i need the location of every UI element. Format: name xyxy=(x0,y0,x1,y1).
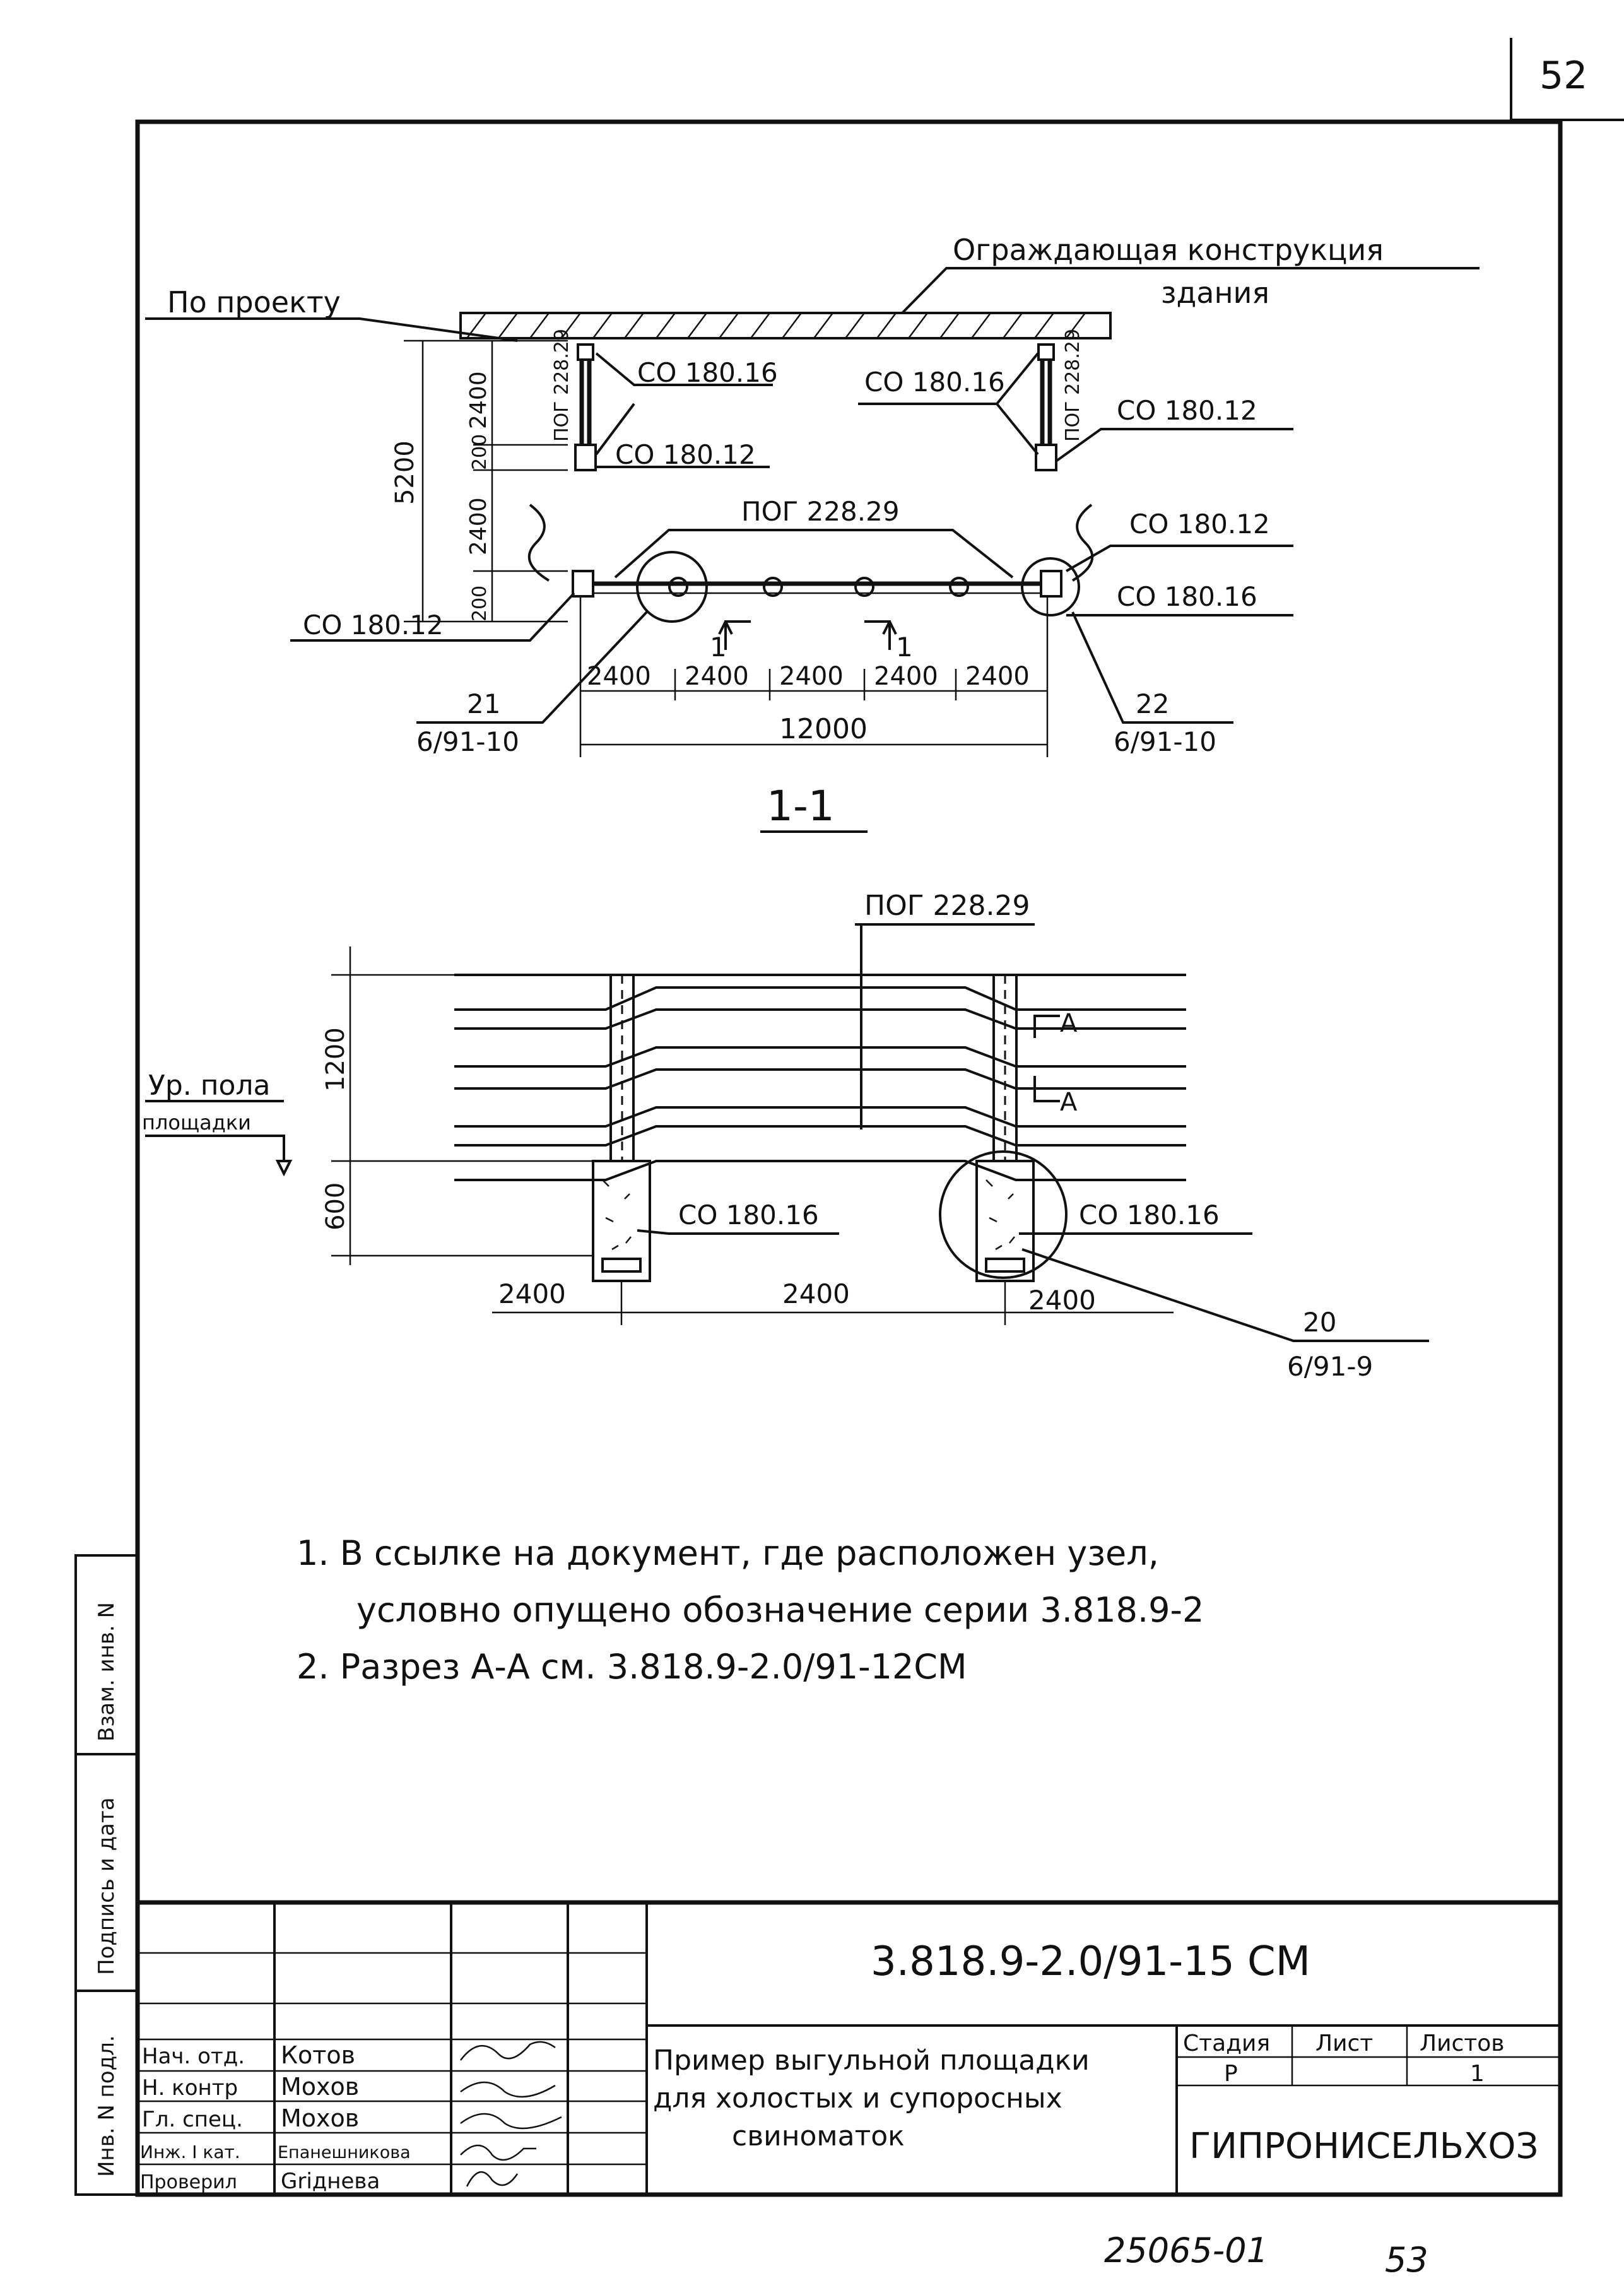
section-plan: Ограждающая конструкция здания По проект… xyxy=(145,233,1480,833)
drawing-frame xyxy=(135,119,1563,2197)
role-3: Гл. спец. xyxy=(142,2107,243,2132)
dim-2400-b: 2400 xyxy=(466,497,491,555)
co18012-bottom-left: СО 180.12 xyxy=(303,610,444,640)
node-22-ref: 6/91-10 xyxy=(1114,726,1216,757)
node-circle-20 xyxy=(939,1150,1068,1279)
role-1: Нач. отд. xyxy=(142,2044,245,2069)
notes: 1. В ссылке на документ, где расположен … xyxy=(297,1533,1204,1687)
wall-hatch xyxy=(466,312,1086,339)
dim-total: 12000 xyxy=(779,713,868,745)
note-1b: условно опущено обозначение серии 3.818.… xyxy=(356,1590,1204,1630)
title-line-1: Пример выгульной площадки xyxy=(653,2044,1090,2077)
note-2: 2. Разрез А-А см. 3.818.9-2.0/91-12СМ xyxy=(297,1647,967,1687)
co18012-mid-right: СО 180.12 xyxy=(1129,509,1270,540)
role-4: Инж. I кат. xyxy=(140,2142,240,2162)
name-4: Епанешникова xyxy=(278,2143,411,2162)
name-5: Griднева xyxy=(281,2169,380,2194)
wall-label-2: здания xyxy=(1161,276,1269,310)
floor-level-2: площадки xyxy=(142,1111,251,1135)
strip-inv-podl: Инв. N подл. xyxy=(94,2035,119,2177)
archive-number: 25065-01 xyxy=(1104,2231,1268,2270)
node-circle-right xyxy=(1021,557,1080,616)
role-5: Проверил xyxy=(140,2171,237,2193)
co18012-left: СО 180.12 xyxy=(615,439,756,470)
section-elevation: ПОГ 228.29 А А Ур. пола площадки 1200 60… xyxy=(142,890,1429,1382)
elev-hdim-3: 2400 xyxy=(1028,1285,1096,1316)
section-title: 1-1 xyxy=(767,782,835,830)
by-project-label: По проекту xyxy=(167,285,341,319)
page-number-box: 52 xyxy=(1510,38,1624,121)
sheets-value: 1 xyxy=(1470,2061,1485,2087)
cut-mark-1-left: 1 xyxy=(710,632,727,663)
elev-dim-1200: 1200 xyxy=(321,1027,350,1092)
hdim-5: 2400 xyxy=(965,662,1030,691)
cut-a-bottom: А xyxy=(1060,1088,1078,1117)
name-2: Мохов xyxy=(281,2073,359,2101)
signatures xyxy=(460,2041,562,2187)
sheets-header: Листов xyxy=(1420,2031,1504,2056)
stage-value: Р xyxy=(1224,2061,1238,2087)
elev-co-right: СО 180.16 xyxy=(1079,1200,1220,1230)
strip-podpis: Подпись и дата xyxy=(94,1797,119,1975)
dim-200-b: 200 xyxy=(469,586,491,622)
co18016-right: СО 180.16 xyxy=(864,367,1005,398)
dim-200-a: 200 xyxy=(469,434,491,470)
org-name: ГИПРОНИСЕЛЬХОЗ xyxy=(1189,2126,1538,2167)
building-wall xyxy=(459,312,1112,339)
node-20-num: 20 xyxy=(1303,1307,1336,1338)
hdim-4: 2400 xyxy=(874,662,938,691)
note-1: 1. В ссылке на документ, где расположен … xyxy=(297,1533,1159,1573)
hdim-1: 2400 xyxy=(587,662,651,691)
sheet-header: Лист xyxy=(1315,2031,1373,2056)
name-1: Котов xyxy=(281,2041,355,2069)
left-strip: Инв. N подл. Подпись и дата Взам. инв. N xyxy=(74,1554,139,2196)
node-22-num: 22 xyxy=(1136,688,1169,719)
pog-vertical-left: ПОГ 228.29 xyxy=(551,329,573,442)
role-2: Н. контр xyxy=(142,2075,238,2101)
pog-horizontal: ПОГ 228.29 xyxy=(741,496,900,527)
pog-vertical-right: ПОГ 228.29 xyxy=(1062,329,1084,442)
elev-co-left: СО 180.16 xyxy=(678,1200,819,1230)
strip-vzam: Взам. инв. N xyxy=(94,1602,119,1742)
doc-code: 3.818.9-2.0/91-15 СМ xyxy=(871,1938,1310,1985)
title-line-2: для холостых и супоросных xyxy=(653,2082,1062,2114)
co18016-left: СО 180.16 xyxy=(637,357,778,388)
dim-5200: 5200 xyxy=(391,440,420,505)
elev-hdim-2: 2400 xyxy=(782,1278,850,1309)
hdim-3: 2400 xyxy=(779,662,844,691)
elev-pog: ПОГ 228.29 xyxy=(864,890,1030,922)
wall-label-1: Ограждающая конструкция xyxy=(953,233,1384,267)
cut-mark-1-right: 1 xyxy=(896,632,913,663)
page-number: 52 xyxy=(1539,54,1587,98)
title-line-3: свиноматок xyxy=(732,2120,905,2152)
node-21-num: 21 xyxy=(467,688,500,719)
co18016-bottom-right: СО 180.16 xyxy=(1117,581,1257,612)
node-21-ref: 6/91-10 xyxy=(416,726,519,757)
elev-dim-600: 600 xyxy=(321,1182,350,1230)
name-3: Мохов xyxy=(281,2104,359,2132)
elev-hdim-1: 2400 xyxy=(498,1278,566,1309)
node-circle-left xyxy=(636,551,708,623)
cut-a-top: А xyxy=(1060,1009,1078,1038)
title-block: 3.818.9-2.0/91-15 СМ Нач. отд. Котов Н. … xyxy=(138,1900,1560,2195)
stage-header: Стадия xyxy=(1183,2031,1270,2056)
node-20-ref: 6/91-9 xyxy=(1287,1351,1373,1382)
hdim-2: 2400 xyxy=(685,662,749,691)
co18012-right: СО 180.12 xyxy=(1117,395,1257,426)
footer-page: 53 xyxy=(1385,2240,1428,2280)
dim-2400-a: 2400 xyxy=(466,371,491,429)
floor-level-1: Ур. пола xyxy=(148,1070,271,1102)
